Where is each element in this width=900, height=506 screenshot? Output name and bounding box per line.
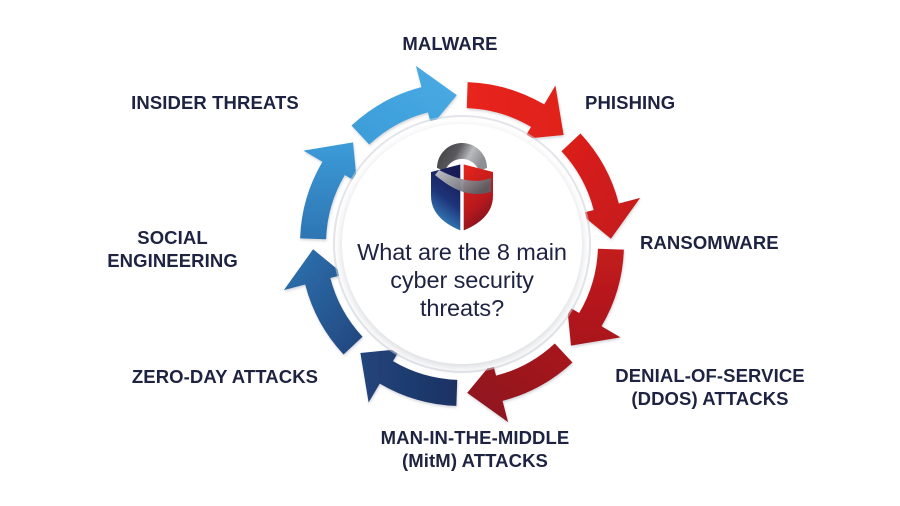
threat-label-social-engineering: SOCIAL ENGINEERING <box>107 227 238 271</box>
threat-arrow-social-engineering <box>300 142 357 240</box>
threat-label-ddos: DENIAL-OF-SERVICE (DDOS) ATTACKS <box>615 365 805 409</box>
center-hub: What are the 8 main cyber security threa… <box>342 124 582 364</box>
shield-icon <box>419 138 505 234</box>
threat-label-insider-threats: INSIDER THREATS <box>131 92 299 113</box>
threat-arrow-insider-threats <box>351 65 457 145</box>
threat-label-mitm: MAN-IN-THE-MIDDLE (MitM) ATTACKS <box>380 427 570 471</box>
threat-label-zero-day: ZERO-DAY ATTACKS <box>131 366 319 387</box>
threat-arrow-ddos <box>467 343 573 423</box>
threat-label-malware: MALWARE <box>402 33 498 54</box>
threat-arrow-zero-day <box>283 249 363 355</box>
center-question-text: What are the 8 main cyber security threa… <box>357 239 567 322</box>
threat-label-phishing: PHISHING <box>585 92 676 113</box>
threat-label-ransomware: RANSOMWARE <box>640 232 779 253</box>
threat-arrow-ransomware <box>567 248 624 346</box>
threat-arrow-mitm <box>360 349 458 406</box>
threat-arrow-phishing <box>561 133 641 239</box>
threat-arrow-malware <box>466 82 564 139</box>
